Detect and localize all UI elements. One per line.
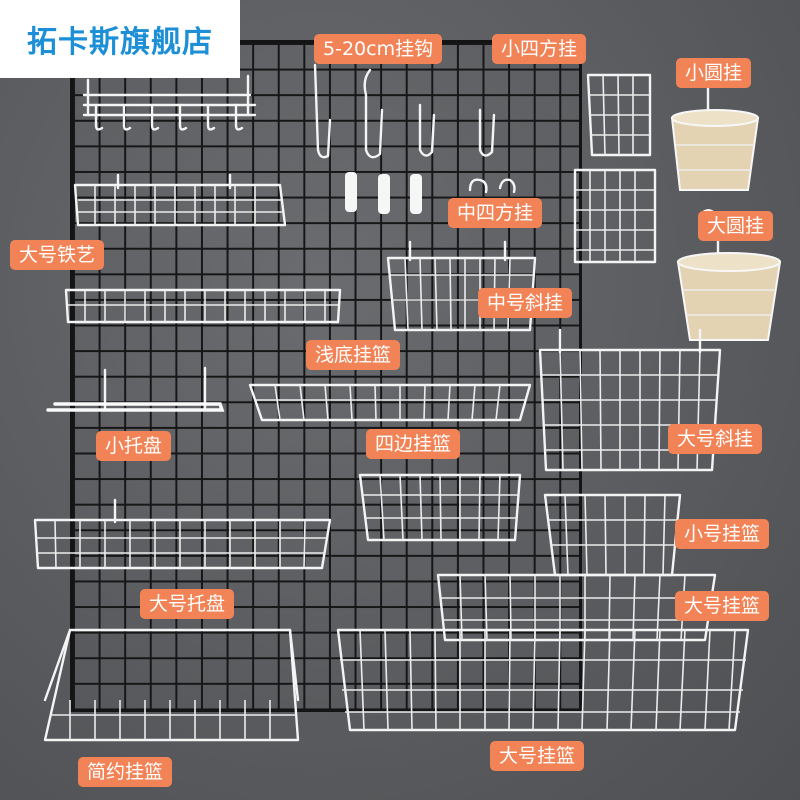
label-large-tray: 大号托盘 [140,589,235,619]
label-small-tray: 小托盘 [96,431,172,461]
large-slant-basket [538,328,722,472]
label-hook: 5-20cm挂钩 [314,34,443,64]
label-four-side: 四边挂篮 [366,429,461,459]
label-shallow-basket: 浅底挂篮 [306,340,401,370]
label-small-square: 小四方挂 [492,34,587,64]
simple-basket [43,628,300,742]
small-square-basket [586,73,652,157]
shop-name: 拓卡斯旗舰店 [27,25,213,60]
small-round-wicker [670,73,760,191]
large-iron-shelf [73,173,287,227]
label-simple-basket: 简约挂篮 [78,757,173,787]
label-large-round: 大圆挂 [698,211,774,241]
small-hanging-basket [543,493,682,577]
shallow-long-basket [64,288,342,324]
label-large-basket-right: 大号挂篮 [675,591,770,621]
label-large-iron: 大号铁艺 [10,240,105,270]
label-small-basket: 小号挂篮 [675,519,770,549]
label-small-round: 小圆挂 [676,58,752,88]
label-large-slant: 大号斜挂 [668,424,763,454]
mid-square-basket [573,168,657,264]
large-round-wicker [676,209,782,341]
middle-basket [358,473,522,542]
small-tray [46,366,225,412]
label-mid-slant: 中号斜挂 [478,288,573,318]
bottom-large-basket [336,628,750,732]
label-large-basket-bottom: 大号挂篮 [490,741,585,771]
right-large-basket [436,573,717,642]
large-tray [33,498,332,570]
label-mid-square: 中四方挂 [448,198,543,228]
shop-name-banner: 拓卡斯旗舰店 [0,0,240,78]
s-hooks [313,63,516,214]
four-side-basket [248,383,532,422]
hook-rack [82,74,257,131]
